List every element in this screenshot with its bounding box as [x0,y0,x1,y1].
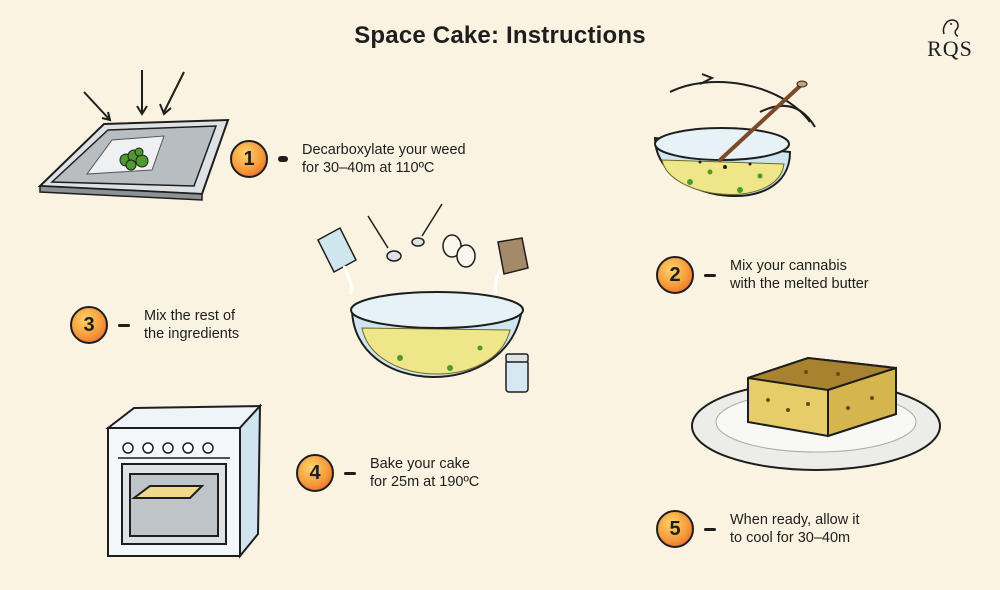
step-4: 4 Bake your cake for 25m at 190ºC [296,454,479,492]
step-3-number-badge: 3 [70,306,108,344]
step-4-line-1: Bake your cake [370,456,470,472]
step-5-line-2: to cool for 30–40m [730,530,851,546]
step-5: 5 When ready, allow it to cool for 30–40… [656,510,859,548]
brand-logo: RQS [918,14,982,70]
step-5-line-1: When ready, allow it [730,512,860,528]
step-2: 2 Mix your cannabis with the melted butt… [656,256,869,294]
step-2-text: Mix your cannabis with the melted butter [730,257,869,293]
step-4-number-badge: 4 [296,454,334,492]
step-2-line-2: with the melted butter [730,276,869,292]
step-1: 1 Decarboxylate your weed for 30–40m at … [230,140,466,178]
ingredients-bowl-illustration [317,203,529,393]
step-5-text: When ready, allow it to cool for 30–40m [730,511,859,547]
cake-plate-illustration [691,356,941,471]
step-3: 3 Mix the rest of the ingredients [70,306,239,344]
step-1-number-badge: 1 [230,140,268,178]
step-4-text: Bake your cake for 25m at 190ºC [370,455,479,491]
step-1-dash [278,156,288,162]
step-1-text: Decarboxylate your weed for 30–40m at 11… [302,141,466,177]
step-3-text: Mix the rest of the ingredients [144,307,239,343]
step-5-dash [704,527,716,531]
step-1-line-2: for 30–40m at 110ºC [302,160,435,176]
step-3-dash [118,323,130,327]
oven-illustration [105,403,263,559]
step-1-line-1: Decarboxylate your weed [302,142,466,158]
step-3-line-2: the ingredients [144,326,240,342]
page-title: Space Cake: Instructions [354,22,646,49]
logo-text: RQS [927,36,973,61]
lion-icon [942,19,959,37]
step-2-number-badge: 2 [656,256,694,294]
mixing-bowl-illustration [653,73,816,197]
step-5-number-badge: 5 [656,510,694,548]
step-2-dash [704,273,716,277]
step-4-dash [344,471,356,475]
step-2-line-1: Mix your cannabis [730,258,847,274]
step-4-line-2: for 25m at 190ºC [370,474,480,490]
step-3-line-1: Mix the rest of [144,308,236,324]
baking-tray-illustration [37,70,230,201]
